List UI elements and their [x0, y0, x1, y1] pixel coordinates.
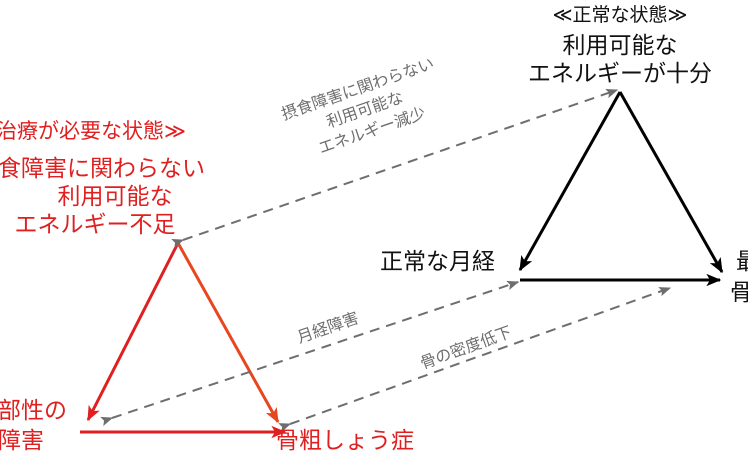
red-arrow-energy-to-bone [176, 242, 280, 424]
red-arrow-energy-to-menses [86, 242, 180, 422]
treatment-menses-label-line1: 部性の [0, 398, 67, 424]
transition-arrow-bone [278, 287, 672, 433]
normal-energy-label-line2: エネルギーが十分 [528, 61, 712, 87]
treatment-energy-label-line3: エネルギー不足 [14, 212, 176, 238]
normal-menses-label: 正常な月経 [380, 249, 495, 275]
normal-arrow-energy-to-bone [618, 91, 724, 274]
transition-arrow-menstrual [100, 280, 520, 426]
treatment-osteoporosis-label: 骨粗しょう症 [276, 428, 414, 454]
treatment-state-heading: 治療が必要な状態≫ [0, 119, 186, 143]
normal-bone-label-top: 最 [736, 249, 748, 275]
normal-bone-label-bottom: 骨 [730, 280, 748, 306]
transition-arrow-energy [171, 88, 619, 249]
normal-arrow-energy-to-menses [518, 91, 622, 272]
normal-energy-label-line1: 利用可能な [562, 33, 678, 59]
treatment-energy-label-line1: 食障害に関わらない [0, 156, 205, 182]
treatment-menses-label-line2: 障害 [0, 428, 44, 454]
normal-state-heading: ≪正常な状態≫ [552, 4, 688, 26]
treatment-energy-label-line2: 利用可能な [57, 184, 173, 210]
